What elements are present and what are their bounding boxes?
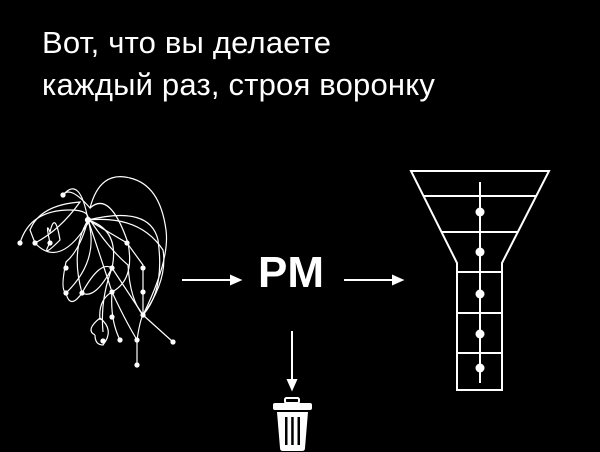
- pm-label: PM: [258, 248, 324, 297]
- title-line-2: каждый раз, строя воронку: [42, 67, 436, 102]
- title-line-1: Вот, что вы делаете: [42, 25, 332, 60]
- arrow-down-icon: [286, 331, 298, 392]
- tangled-process-graph-icon: [17, 176, 176, 368]
- arrow-right-icon: [182, 274, 243, 286]
- page-title: Вот, что вы делаете каждый раз, строя во…: [42, 22, 435, 106]
- funnel-icon: [409, 170, 551, 391]
- arrow-right-icon: [344, 274, 405, 286]
- trash-icon: [273, 397, 312, 451]
